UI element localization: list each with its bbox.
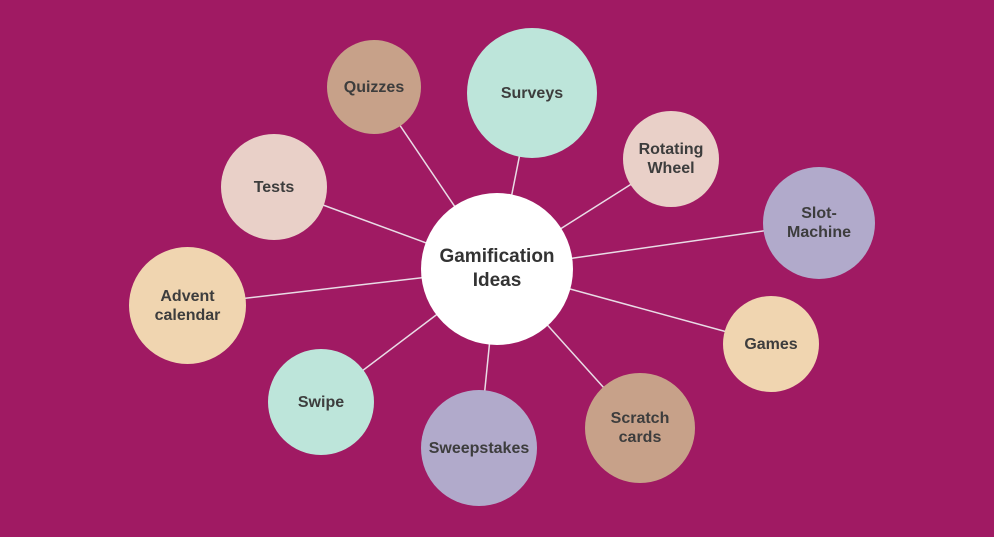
node-advent-calendar: Advent calendar [129, 247, 246, 364]
node-tests: Tests [221, 134, 327, 240]
node-rotating-wheel: Rotating Wheel [623, 111, 719, 207]
center-node: Gamification Ideas [421, 193, 573, 345]
node-surveys: Surveys [467, 28, 597, 158]
node-games: Games [723, 296, 819, 392]
node-scratch-cards: Scratch cards [585, 373, 695, 483]
node-swipe: Swipe [268, 349, 374, 455]
node-quizzes: Quizzes [327, 40, 421, 134]
node-sweepstakes: Sweepstakes [421, 390, 537, 506]
node-slot-machine: Slot- Machine [763, 167, 875, 279]
